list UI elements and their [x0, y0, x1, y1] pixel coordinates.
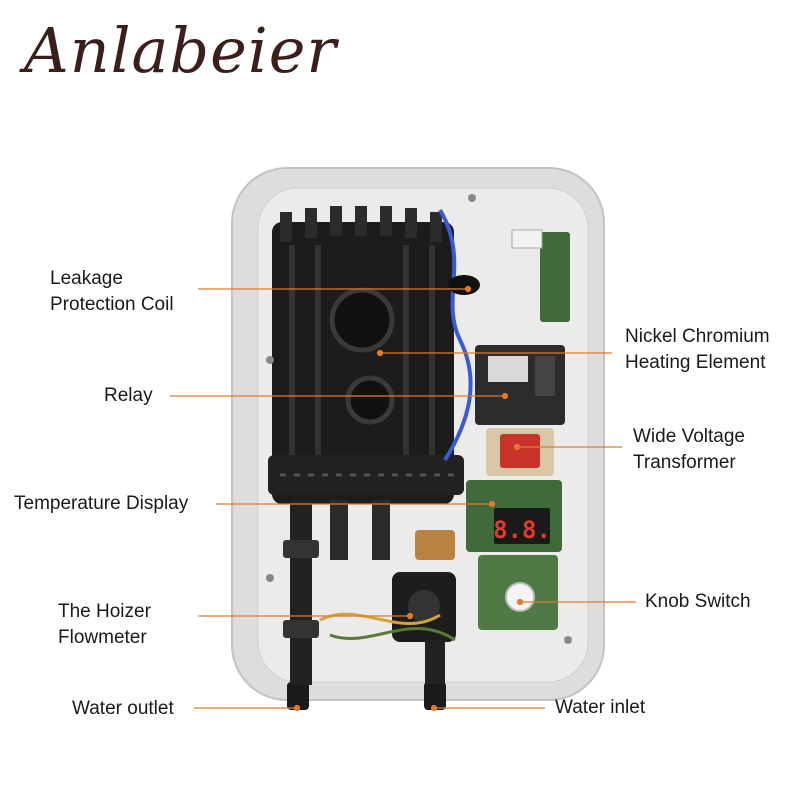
leader-lines: [170, 285, 636, 712]
lower-plumbing: [283, 500, 455, 685]
leakage-coil: [448, 275, 480, 295]
label-temperature-display: Temperature Display: [14, 493, 189, 514]
label-transformer-line2: Transformer: [633, 452, 736, 473]
label-flowmeter-line2: Flowmeter: [58, 627, 147, 648]
label-transformer-line1: Wide Voltage: [633, 426, 745, 447]
label-leakage-protection-coil: Leakage Protection Coil: [50, 266, 174, 318]
display-board: [466, 480, 562, 552]
label-nickel-line1: Nickel Chromium: [625, 326, 770, 347]
label-wide-voltage-transformer: Wide Voltage Transformer: [633, 424, 745, 476]
knob-switch: [505, 582, 535, 612]
wiring: [438, 208, 473, 462]
label-nickel-chromium: Nickel Chromium Heating Element: [625, 324, 770, 376]
relay: [475, 345, 565, 425]
transformer: [486, 428, 554, 476]
label-flowmeter: The Hoizer Flowmeter: [58, 599, 151, 651]
label-leakage-line1: Leakage: [50, 268, 123, 289]
label-knob-switch: Knob Switch: [645, 591, 751, 612]
heating-element: [268, 206, 464, 504]
control-board-top: [540, 232, 570, 322]
temperature-display-digits: 8.8.: [493, 516, 551, 544]
label-relay: Relay: [104, 385, 153, 406]
label-leakage-line2: Protection Coil: [50, 294, 174, 315]
label-flowmeter-line1: The Hoizer: [58, 601, 151, 622]
label-water-outlet: Water outlet: [72, 698, 174, 719]
label-water-inlet: Water inlet: [555, 697, 646, 718]
outlet-pipe: [287, 682, 309, 710]
brand-logo: Anlabeier: [24, 14, 338, 87]
inlet-pipe: [424, 682, 446, 710]
label-nickel-line2: Heating Element: [625, 352, 766, 373]
